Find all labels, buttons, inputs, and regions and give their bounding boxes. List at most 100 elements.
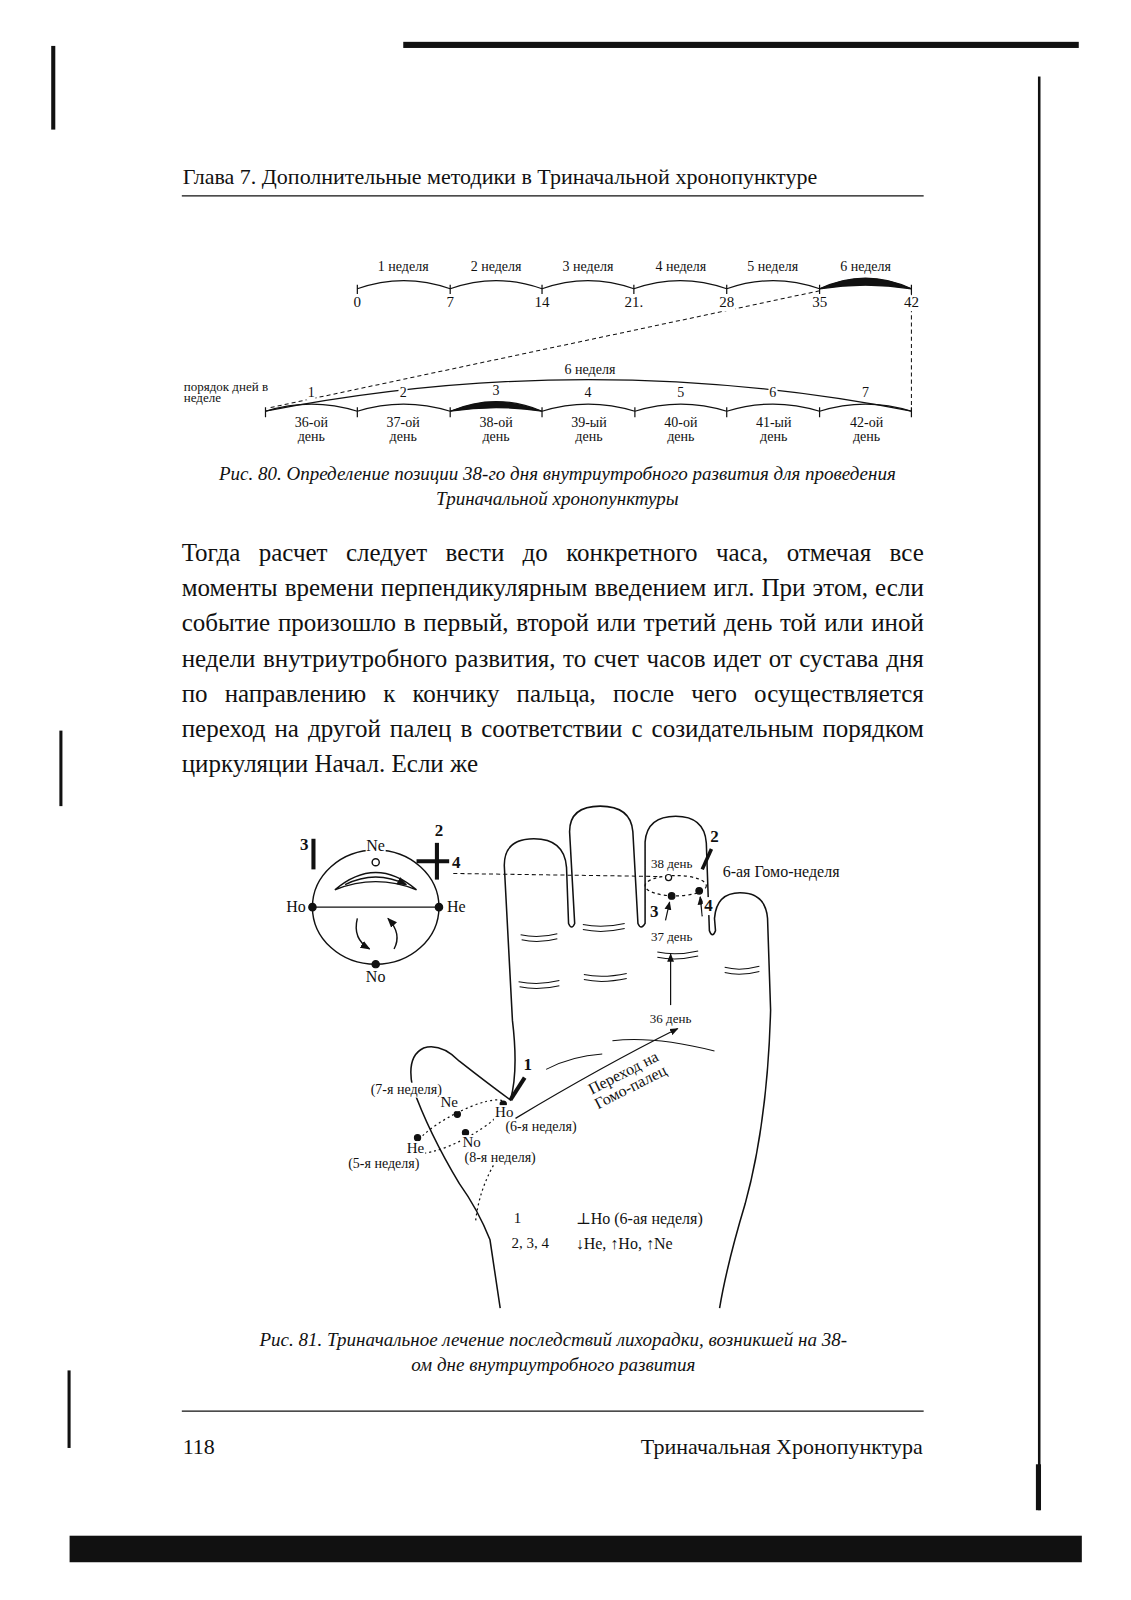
art-rect [403,42,1079,48]
week-label: 6 неделя [564,362,617,377]
callout-number: 3 [649,903,660,921]
art-path [725,966,760,974]
day-number: 21. [624,295,645,311]
art-path [519,981,560,989]
art-line [510,1078,524,1100]
art-path [266,404,358,411]
projection-lines [268,291,912,408]
art-path [542,404,635,411]
key-number: 1 [513,1211,523,1227]
figure-caption: Рис. 81. Триначальное лечение последстви… [255,1328,852,1377]
point-label: No [461,1135,481,1151]
finger-label: 6-ая Гомо-неделя [722,863,841,880]
art-line [268,291,820,408]
art-circle [414,1135,420,1141]
callout-number: 2 [709,828,720,846]
art-path [266,380,912,412]
day-order: 6 [768,386,777,401]
day-order: 5 [676,386,685,401]
day-label: 38-ой день [469,416,524,445]
art-circle [435,904,442,911]
art-line [702,849,711,869]
art-path [727,404,820,411]
art-circle [372,859,379,866]
art-path [388,918,397,949]
art-path [542,281,634,289]
day-label: 40-ой день [653,416,708,445]
art-path [521,934,558,942]
day-label: 41-ый день [746,416,801,445]
art-path [820,404,912,411]
day-number: 28 [718,295,735,311]
art-path [357,285,911,294]
key-text: ↓He, ↑Ho, ↑Ne [575,1236,674,1253]
art-line [453,873,661,876]
art-rect [59,731,62,807]
point-label: No [365,968,387,985]
day-order: 4 [583,386,592,401]
art-circle [372,961,379,968]
art-path [657,951,698,959]
art-line [700,897,702,916]
art-path [820,278,912,289]
art-circle [666,874,672,880]
art-line [417,859,450,863]
art-rect [68,1370,71,1448]
art-circle [696,888,703,895]
cycle-diagram [309,839,662,968]
day-label: 39-ый день [561,416,616,445]
day-number: 14 [534,295,551,311]
day-label: 38 день [650,857,694,871]
day-number: 35 [811,295,828,311]
point-label: He [406,1141,426,1157]
art-path [634,281,727,289]
art-circle [454,1111,460,1117]
art-path [450,281,542,289]
day-label: 37-ой день [376,416,431,445]
art-path [356,918,369,949]
point-label: Ho [494,1105,514,1121]
week-label: (5-я неделя) [347,1156,420,1171]
week-label: (7-я неделя) [370,1083,443,1098]
point-label: Ne [365,838,386,855]
day-number: 42 [903,295,920,311]
art-path [345,877,406,885]
key-number: 2, 3, 4 [510,1236,550,1252]
day-number: 0 [353,295,363,311]
art-path [411,806,771,1308]
art-line [670,954,671,1005]
art-path [583,923,625,931]
figure-caption: Рис. 80. Определение позиции 38-го дня в… [190,462,925,511]
day-label: 36 день [649,1012,693,1026]
art-ellipse [312,850,439,964]
week-label: 4 неделя [654,260,707,275]
day-order: 7 [861,386,870,401]
key-text: ⊥Ho (6-ая неделя) [575,1210,704,1227]
week-timeline [357,278,911,294]
callout-number: 3 [299,836,310,854]
art-rect [70,1536,1082,1563]
art-line [666,902,670,920]
footer-rule [182,1411,924,1412]
header-rule [182,195,924,196]
art-circle [668,893,675,900]
finger-creases [519,923,760,1069]
art-path [335,872,417,889]
point-label: Ne [439,1096,459,1112]
art-path [546,1054,602,1069]
day-timeline [266,380,912,418]
art-path [727,281,820,289]
art-path [357,404,450,411]
week-label: 5 неделя [746,260,799,275]
art-path [584,973,627,981]
body-text: Тогда расчет следует вести до конкретног… [182,535,924,782]
page-number: 118 [182,1436,216,1459]
hand-outline [411,806,771,1308]
week-label: (6-я неделя) [504,1120,577,1135]
art-rect [1038,77,1041,1511]
art-rect [1036,1464,1041,1510]
gomo-finger-marks [645,849,711,1005]
art-path [635,404,727,411]
art-rect [51,46,55,130]
callout-number: 2 [434,822,445,840]
